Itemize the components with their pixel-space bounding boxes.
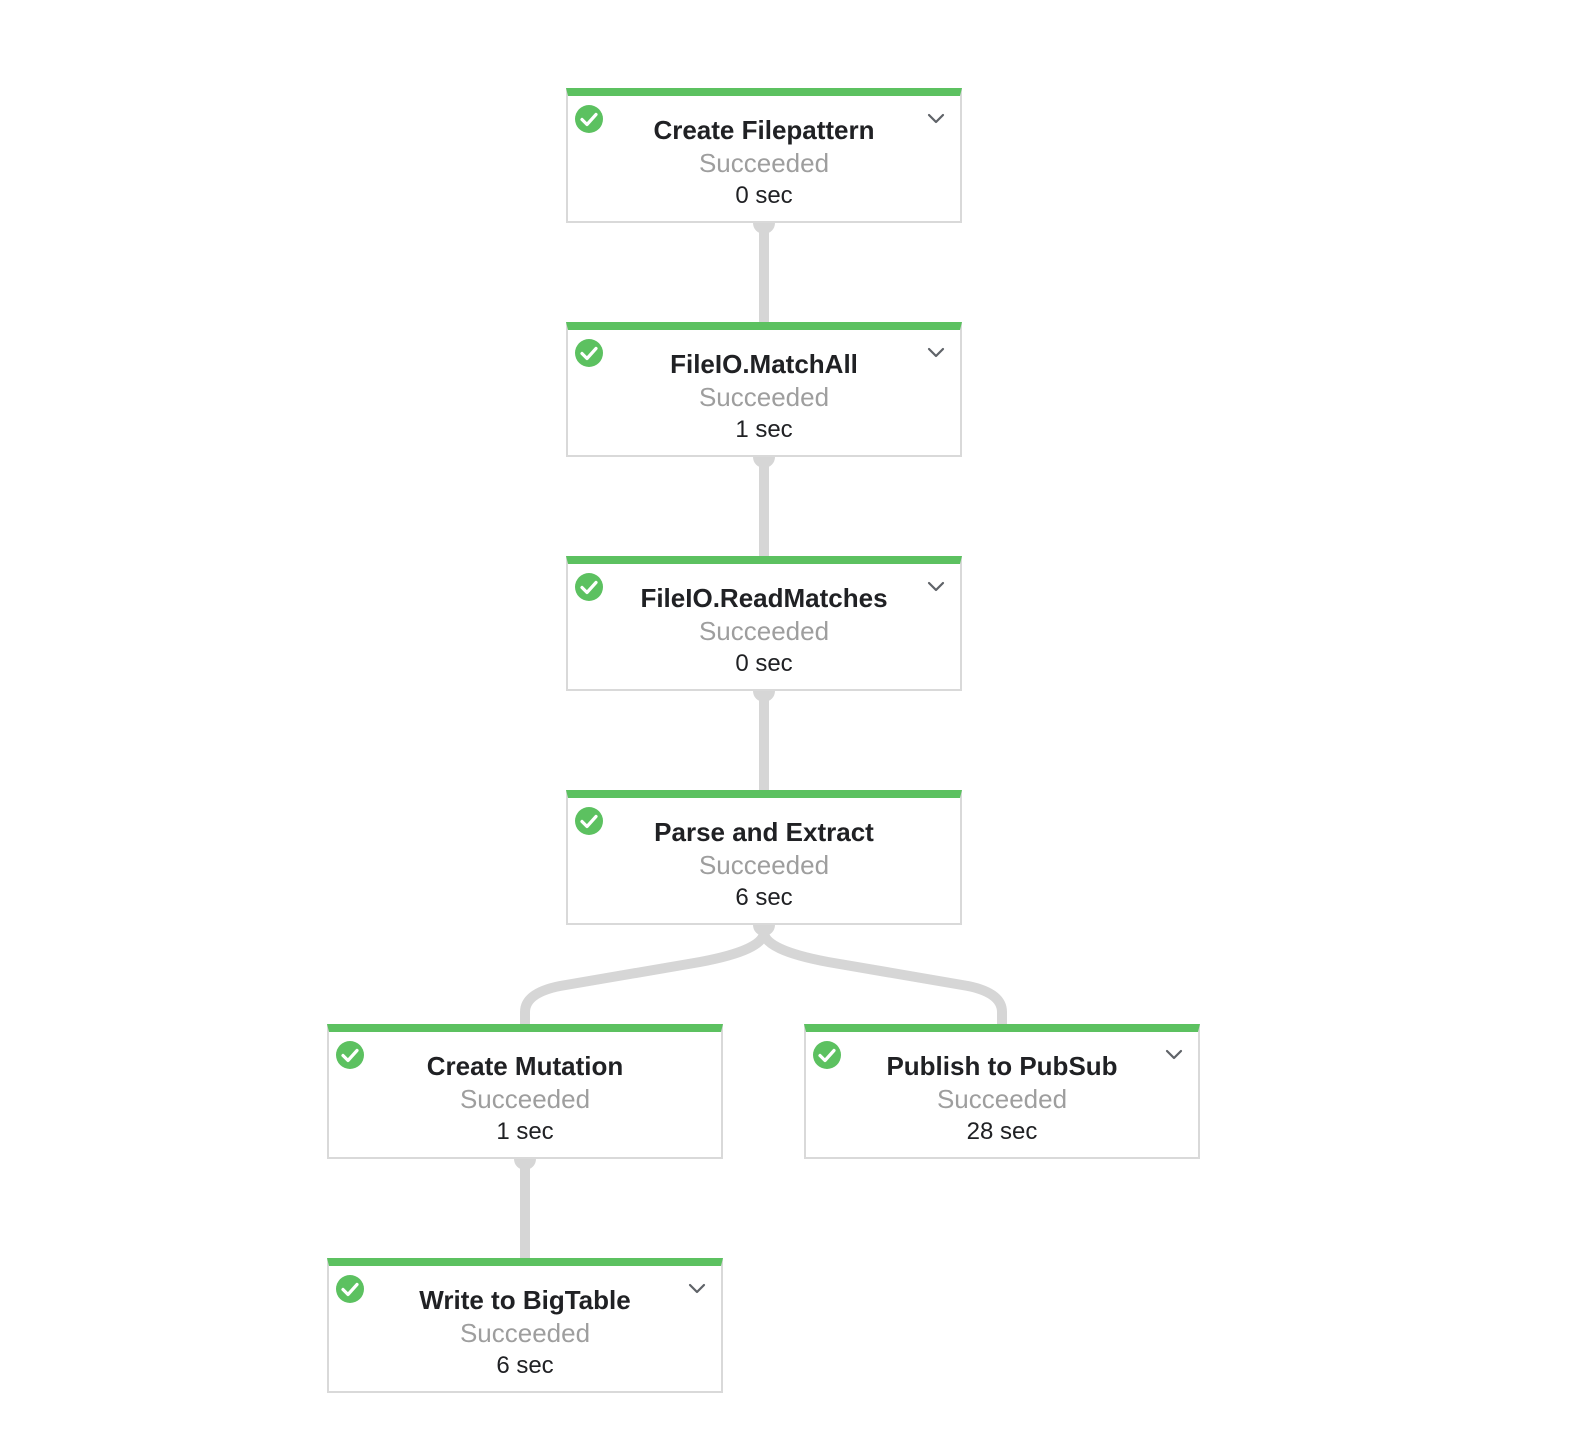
chevron-down-icon[interactable] xyxy=(926,580,946,594)
step-status: Succeeded xyxy=(698,382,830,412)
edge-parse-to-publish-pubsub xyxy=(759,919,1007,1032)
step-name: Publish to PubSub xyxy=(886,1051,1118,1081)
step-name: Parse and Extract xyxy=(654,817,874,847)
step-name: Create Mutation xyxy=(426,1051,624,1081)
step-name: Write to BigTable xyxy=(419,1285,631,1315)
check-circle-icon xyxy=(336,1041,364,1069)
step-status: Succeeded xyxy=(936,1084,1068,1114)
step-status: Succeeded xyxy=(698,850,830,880)
check-circle-icon xyxy=(575,807,603,835)
step-duration: 0 sec xyxy=(735,182,793,209)
step-status: Succeeded xyxy=(459,1318,591,1348)
step-node-fileio-matchall[interactable]: FileIO.MatchAll Succeeded 1 sec xyxy=(566,322,962,457)
step-duration: 28 sec xyxy=(966,1118,1038,1145)
step-name: Create Filepattern xyxy=(653,115,875,145)
chevron-down-icon[interactable] xyxy=(687,1282,707,1296)
check-circle-icon xyxy=(336,1275,364,1303)
check-circle-icon xyxy=(575,573,603,601)
step-node-publish-to-pubsub[interactable]: Publish to PubSub Succeeded 28 sec xyxy=(804,1024,1200,1159)
step-name: FileIO.ReadMatches xyxy=(640,583,888,613)
step-status: Succeeded xyxy=(698,616,830,646)
step-node-create-filepattern[interactable]: Create Filepattern Succeeded 0 sec xyxy=(566,88,962,223)
step-node-create-mutation[interactable]: Create Mutation Succeeded 1 sec xyxy=(327,1024,723,1159)
edge-parse-to-create-mutation xyxy=(520,919,769,1032)
step-duration: 1 sec xyxy=(735,416,793,443)
step-duration: 6 sec xyxy=(496,1352,554,1379)
step-node-write-to-bigtable[interactable]: Write to BigTable Succeeded 6 sec xyxy=(327,1258,723,1393)
chevron-down-icon[interactable] xyxy=(926,346,946,360)
step-duration: 0 sec xyxy=(735,650,793,677)
step-duration: 1 sec xyxy=(496,1118,554,1145)
chevron-down-icon[interactable] xyxy=(1164,1048,1184,1062)
chevron-down-icon[interactable] xyxy=(926,112,946,126)
step-duration: 6 sec xyxy=(735,884,793,911)
step-status: Succeeded xyxy=(459,1084,591,1114)
step-status: Succeeded xyxy=(698,148,830,178)
check-circle-icon xyxy=(575,105,603,133)
step-node-fileio-readmatches[interactable]: FileIO.ReadMatches Succeeded 0 sec xyxy=(566,556,962,691)
check-circle-icon xyxy=(575,339,603,367)
step-node-parse-and-extract[interactable]: Parse and Extract Succeeded 6 sec xyxy=(566,790,962,925)
check-circle-icon xyxy=(813,1041,841,1069)
step-name: FileIO.MatchAll xyxy=(670,349,858,379)
